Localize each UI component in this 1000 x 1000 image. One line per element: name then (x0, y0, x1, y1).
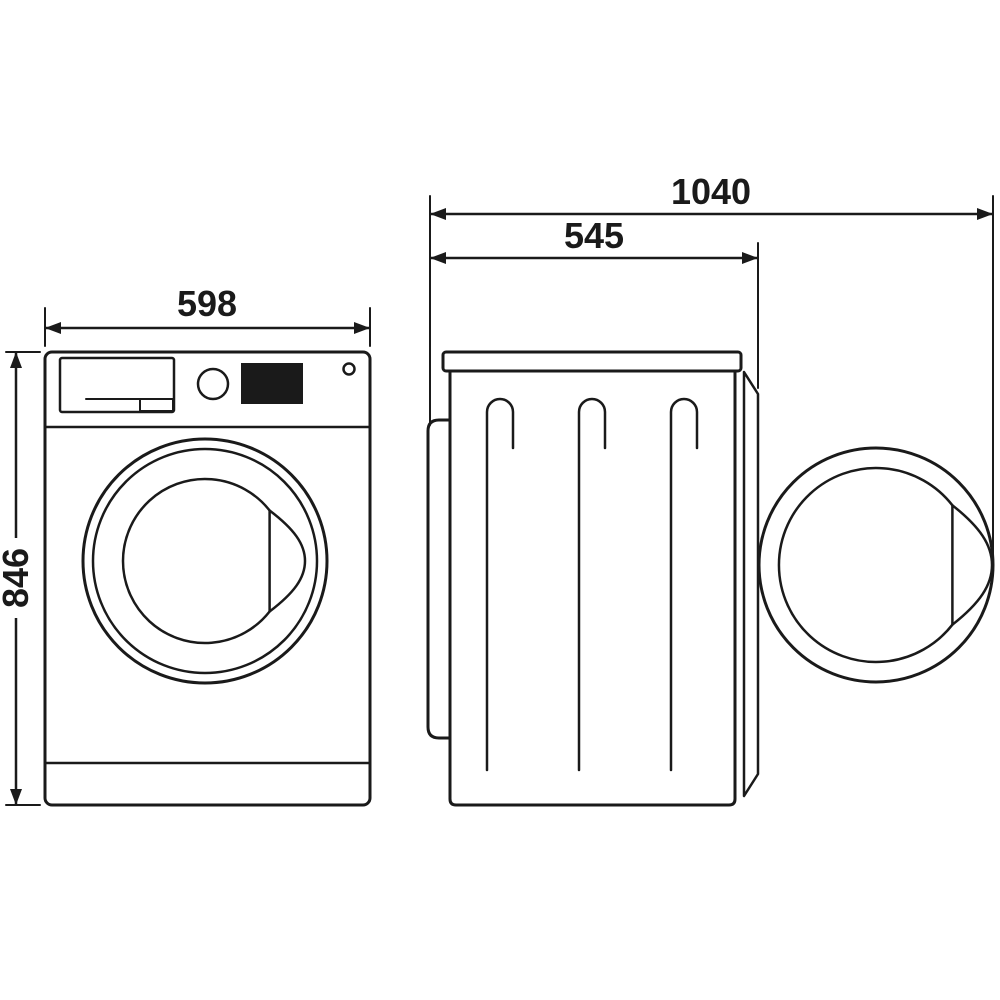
door-outer-ring (81, 437, 329, 685)
detergent-drawer (58, 356, 176, 414)
width-arrowhead-right (354, 322, 370, 334)
depth-arrowhead-right (742, 252, 758, 264)
program-knob (196, 367, 230, 401)
width-dimension-label: 598 (177, 283, 237, 324)
porthole-window (121, 477, 271, 645)
side-panel-rib-3 (669, 397, 699, 772)
front-body-outline (43, 350, 372, 807)
dimension-depth: 545 (430, 215, 759, 389)
display-panel (241, 363, 303, 404)
open-door-window (777, 466, 954, 664)
height-arrowhead-bottom (10, 789, 22, 805)
depth-arrowhead-left (430, 252, 446, 264)
power-indicator-dot (342, 362, 356, 376)
side-top-lid (441, 350, 743, 373)
side-view (426, 350, 760, 807)
side-panel-rib-1 (485, 397, 515, 772)
depth-dimension-label: 545 (564, 215, 624, 256)
depth-open-arrowhead-right (977, 208, 993, 220)
height-arrowhead-top (10, 352, 22, 368)
depth-open-dimension-label: 1040 (671, 171, 751, 212)
side-body-outline (448, 369, 737, 807)
front-view (43, 350, 372, 807)
side-panel-rib-2 (577, 397, 607, 772)
dimension-width: 598 (44, 283, 371, 347)
dimension-depth-door-open: 1040 (429, 171, 994, 556)
rear-bulge (426, 418, 452, 740)
detergent-drawer-handle (139, 398, 174, 412)
dimension-height: 846 (0, 351, 41, 806)
open-door-handle (951, 504, 994, 626)
open-door-outer-ring (757, 446, 995, 684)
open-door (757, 446, 995, 684)
height-dimension-label: 846 (0, 548, 36, 608)
width-arrowhead-left (45, 322, 61, 334)
front-door-edge-profile (742, 370, 760, 798)
door-handle (268, 509, 307, 613)
door-inner-ring (91, 447, 319, 675)
depth-open-arrowhead-left (430, 208, 446, 220)
